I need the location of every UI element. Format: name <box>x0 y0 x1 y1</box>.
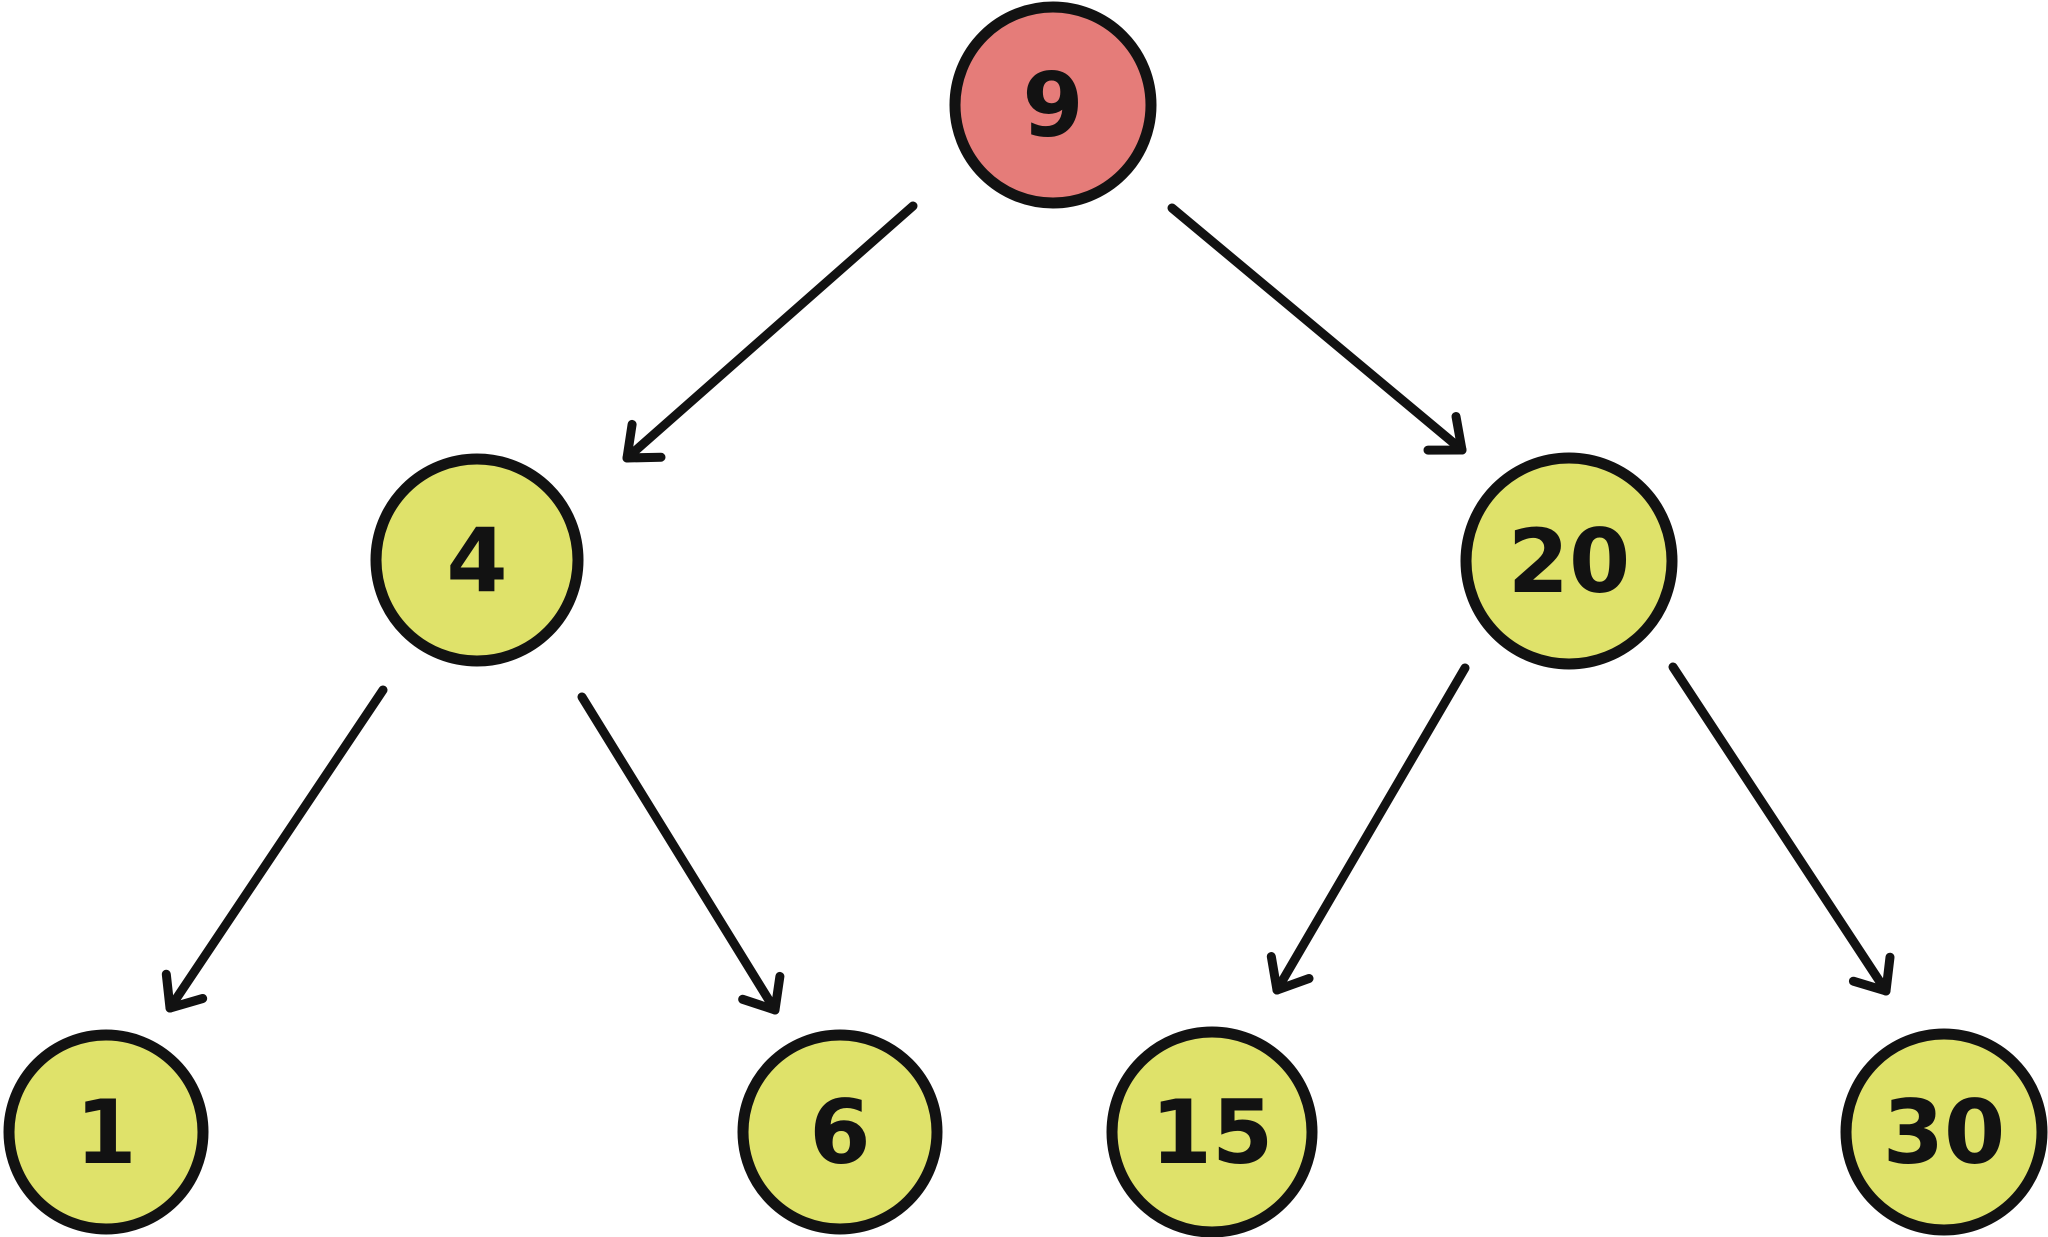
edge-line <box>1272 663 1470 995</box>
edge-line <box>1167 203 1467 455</box>
node-value: 30 <box>1883 1081 2005 1184</box>
node-value: 9 <box>1022 54 1083 157</box>
arrowhead-icon <box>1423 412 1467 455</box>
edge-n9-n4 <box>622 201 918 463</box>
arrowhead-icon <box>622 419 666 463</box>
edge-n4-n6 <box>577 692 785 1015</box>
node-circle <box>737 1029 943 1235</box>
edge-n20-n15 <box>1266 663 1470 995</box>
edge-line <box>622 201 918 463</box>
arrowhead-icon <box>1848 952 1895 996</box>
tree-node-4: 4 <box>370 453 584 667</box>
node-value: 20 <box>1508 510 1630 613</box>
tree-node-1: 1 <box>3 1029 209 1235</box>
edge-line <box>1668 662 1891 996</box>
tree-node-9: 9 <box>949 1 1157 209</box>
edge-line <box>577 692 780 1015</box>
edge-n20-n30 <box>1668 662 1895 996</box>
arrowhead-icon <box>161 969 208 1013</box>
node-circle <box>1460 452 1678 670</box>
node-circle <box>3 1029 209 1235</box>
node-value: 6 <box>809 1081 870 1184</box>
arrowhead-icon <box>1266 952 1314 995</box>
edge-n9-n20 <box>1167 203 1467 455</box>
node-value: 1 <box>75 1081 136 1184</box>
tree-node-30: 30 <box>1840 1028 2048 1236</box>
node-value: 4 <box>446 509 507 612</box>
node-circle <box>1106 1026 1318 1237</box>
arrowhead-icon <box>738 971 785 1015</box>
edge-line <box>165 685 388 1013</box>
node-circle <box>1840 1028 2048 1236</box>
edge-n4-n1 <box>161 685 388 1013</box>
node-circle <box>949 1 1157 209</box>
tree-node-6: 6 <box>737 1029 943 1235</box>
node-circle <box>370 453 584 667</box>
tree-node-15: 15 <box>1106 1026 1318 1237</box>
node-value: 15 <box>1151 1081 1273 1184</box>
tree-node-20: 20 <box>1460 452 1678 670</box>
